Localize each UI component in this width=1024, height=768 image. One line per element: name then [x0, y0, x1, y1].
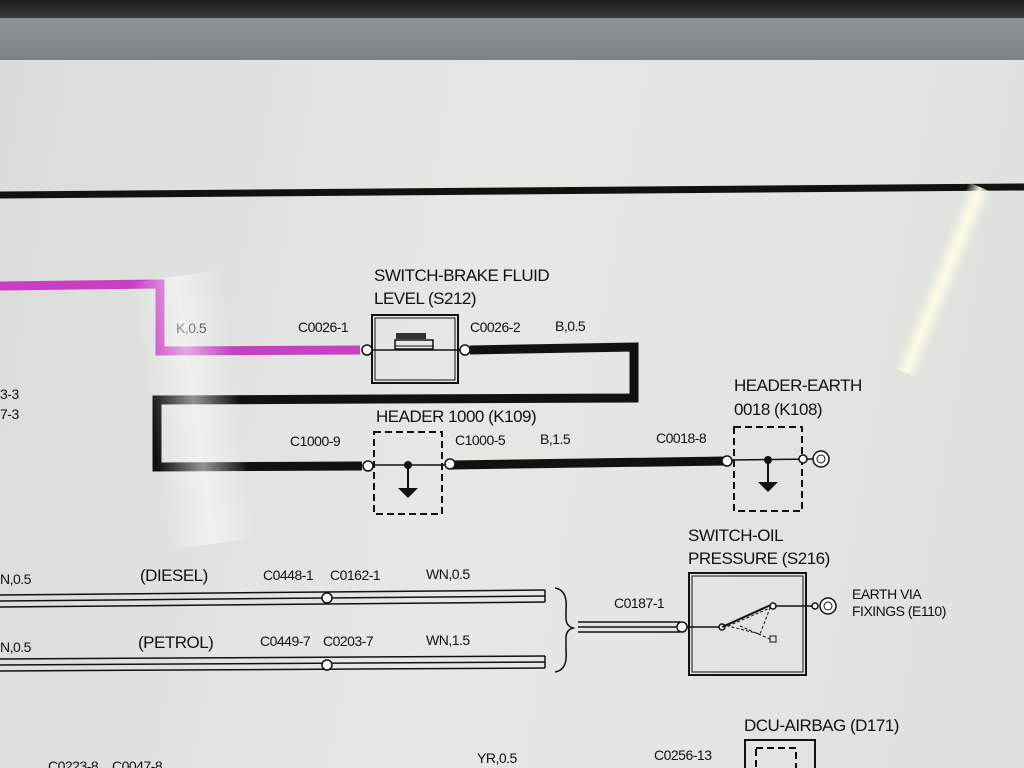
connector-c0223-8: C0223-8 [48, 758, 99, 768]
window-title-bar [0, 18, 1024, 60]
wire-b-1-5 [451, 456, 726, 470]
diesel-wire-bundle [0, 589, 546, 608]
oil-switch-feed-wire [578, 621, 688, 633]
connector-c0026-1: C0026-1 [298, 319, 349, 335]
connector-c0162-1: C0162-1 [330, 567, 381, 583]
connector-c1000-9: C1000-9 [290, 433, 341, 449]
connector-c0203-7: C0203-7 [323, 633, 374, 649]
wire-label-petrol-left: N,0.5 [0, 639, 31, 655]
variant-petrol: (PETROL) [138, 633, 214, 652]
earth-fixings-line1: EARTH VIA [852, 586, 922, 602]
connector-c0026-2: C0026-2 [470, 319, 521, 335]
oil-switch-title-line2: PRESSURE (S216) [688, 549, 830, 568]
brake-fluid-switch-symbol [361, 314, 471, 384]
header-earth-title-line2: 0018 (K108) [734, 400, 823, 419]
header-1000-title: HEADER 1000 (K109) [376, 407, 537, 426]
oil-switch-title-line1: SWITCH-OIL [688, 526, 784, 545]
variant-diesel: (DIESEL) [140, 566, 208, 585]
header-earth-title-line1: HEADER-EARTH [734, 376, 862, 395]
brake-switch-title-line1: SWITCH-BRAKE FLUID [374, 266, 550, 285]
dcu-airbag-title: DCU-AIRBAG (D171) [744, 716, 899, 735]
wire-label-k-0-5: K,0.5 [176, 320, 207, 336]
connector-c0449-7: C0449-7 [260, 633, 311, 649]
brake-switch-title-line2: LEVEL (S212) [374, 289, 477, 308]
petrol-wire-bundle [0, 655, 546, 672]
connector-c0047-8: C0047-8 [112, 758, 163, 768]
earth-fixings-line2: FIXINGS (E110) [852, 603, 946, 619]
header-1000-symbol [362, 431, 456, 515]
dcu-airbag-symbol [744, 739, 816, 768]
connector-c0187-1: C0187-1 [614, 595, 665, 611]
edge-label-top: 3-3 [0, 386, 19, 402]
wiring-diagram-canvas: SWITCH-BRAKE FLUID LEVEL (S212) K,0.5 C0… [0, 60, 1024, 768]
oil-pressure-switch-symbol [687, 572, 837, 676]
wire-label-wn-1-5: WN,1.5 [426, 632, 470, 648]
wire-label-diesel-left: N,0.5 [0, 571, 31, 587]
wire-label-wn-0-5: WN,0.5 [426, 566, 470, 582]
top-bus-wire [0, 183, 1024, 199]
wire-k-0-5 [0, 279, 361, 356]
connector-c0256-13: C0256-13 [654, 747, 712, 763]
variant-brace [554, 587, 576, 673]
wire-label-yr-0-5: YR,0.5 [477, 750, 517, 766]
wire-label-b-0-5: B,0.5 [555, 318, 586, 334]
monitor-bezel [0, 0, 1024, 18]
edge-label-bottom: 7-3 [0, 406, 19, 422]
connector-c1000-5: C1000-5 [455, 432, 506, 448]
connector-c0448-1: C0448-1 [263, 567, 314, 583]
header-earth-symbol [721, 426, 830, 512]
wiring-diagram [0, 183, 1024, 768]
wire-label-b-1-5: B,1.5 [540, 431, 571, 447]
connector-c0018-8: C0018-8 [656, 430, 707, 446]
